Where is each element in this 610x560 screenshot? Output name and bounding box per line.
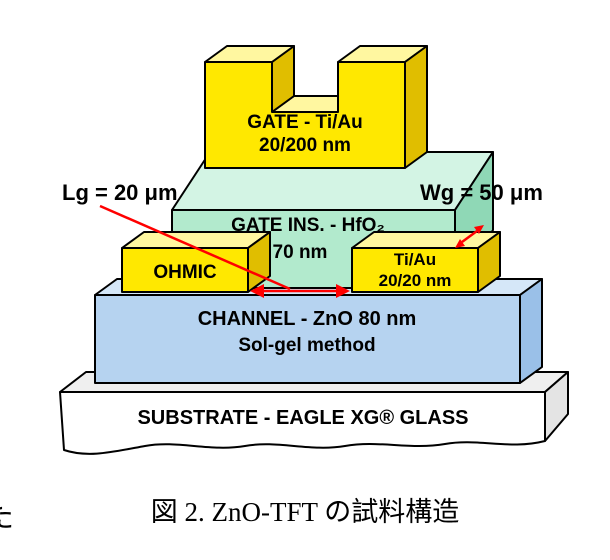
substrate-layer: SUBSTRATE - EAGLE XG® GLASS bbox=[59, 371, 569, 455]
device-structure-diagram: SUBSTRATE - EAGLE XG® GLASS CHANNEL - Zn… bbox=[59, 45, 569, 455]
gate-width-label: Wg = 50 μm bbox=[420, 180, 543, 205]
source-contact-label: OHMIC bbox=[153, 262, 217, 283]
channel-label-line1: CHANNEL - ZnO 80 nm bbox=[198, 308, 417, 330]
gate-side-face bbox=[404, 45, 428, 169]
channel-front-face bbox=[94, 294, 521, 384]
gate-width-arrow-line bbox=[461, 229, 478, 244]
source-contact-front-face bbox=[121, 247, 249, 293]
clipped-edge-text: た bbox=[0, 492, 14, 536]
annotations: Lg = 20 μm Wg = 50 μm bbox=[62, 180, 543, 298]
drain-contact-block: Ti/Au 20/20 nm bbox=[351, 231, 501, 293]
gate-length-label: Lg = 20 μm bbox=[62, 180, 178, 205]
gate-length-pointer-line bbox=[99, 204, 291, 291]
gate-label-line2: 20/200 nm bbox=[259, 135, 351, 156]
gate-length-arrowhead-left bbox=[250, 284, 264, 298]
drain-contact-front-face bbox=[351, 247, 479, 293]
source-contact-top-face bbox=[121, 231, 271, 249]
drain-contact-top-face bbox=[351, 231, 501, 249]
drain-contact-label-line1: Ti/Au bbox=[394, 250, 436, 269]
gate-electrode-block: GATE - Ti/Au 20/200 nm bbox=[204, 45, 428, 169]
figure-caption: 図 2. ZnO-TFT の試料構造 bbox=[150, 497, 460, 527]
gate-insulator-label-line2: 70 nm bbox=[273, 242, 328, 263]
gate-label-line1: GATE - Ti/Au bbox=[247, 112, 362, 133]
source-contact-block: OHMIC bbox=[121, 231, 271, 293]
substrate-front-face bbox=[59, 391, 546, 455]
gate-width-arrowhead-top bbox=[474, 225, 484, 234]
channel-layer: CHANNEL - ZnO 80 nm Sol-gel method bbox=[94, 278, 543, 384]
gate-front-face bbox=[204, 61, 406, 169]
gate-length-arrowhead-right bbox=[336, 284, 350, 298]
gate-width-arrowhead-bottom bbox=[455, 239, 465, 248]
substrate-label: SUBSTRATE - EAGLE XG® GLASS bbox=[137, 407, 468, 429]
channel-label-line2: Sol-gel method bbox=[238, 335, 375, 356]
gate-insulator-label-line1: GATE INS. - HfO₂ bbox=[231, 215, 385, 236]
channel-side-face bbox=[519, 278, 543, 384]
drain-contact-label-line2: 20/20 nm bbox=[379, 271, 452, 290]
